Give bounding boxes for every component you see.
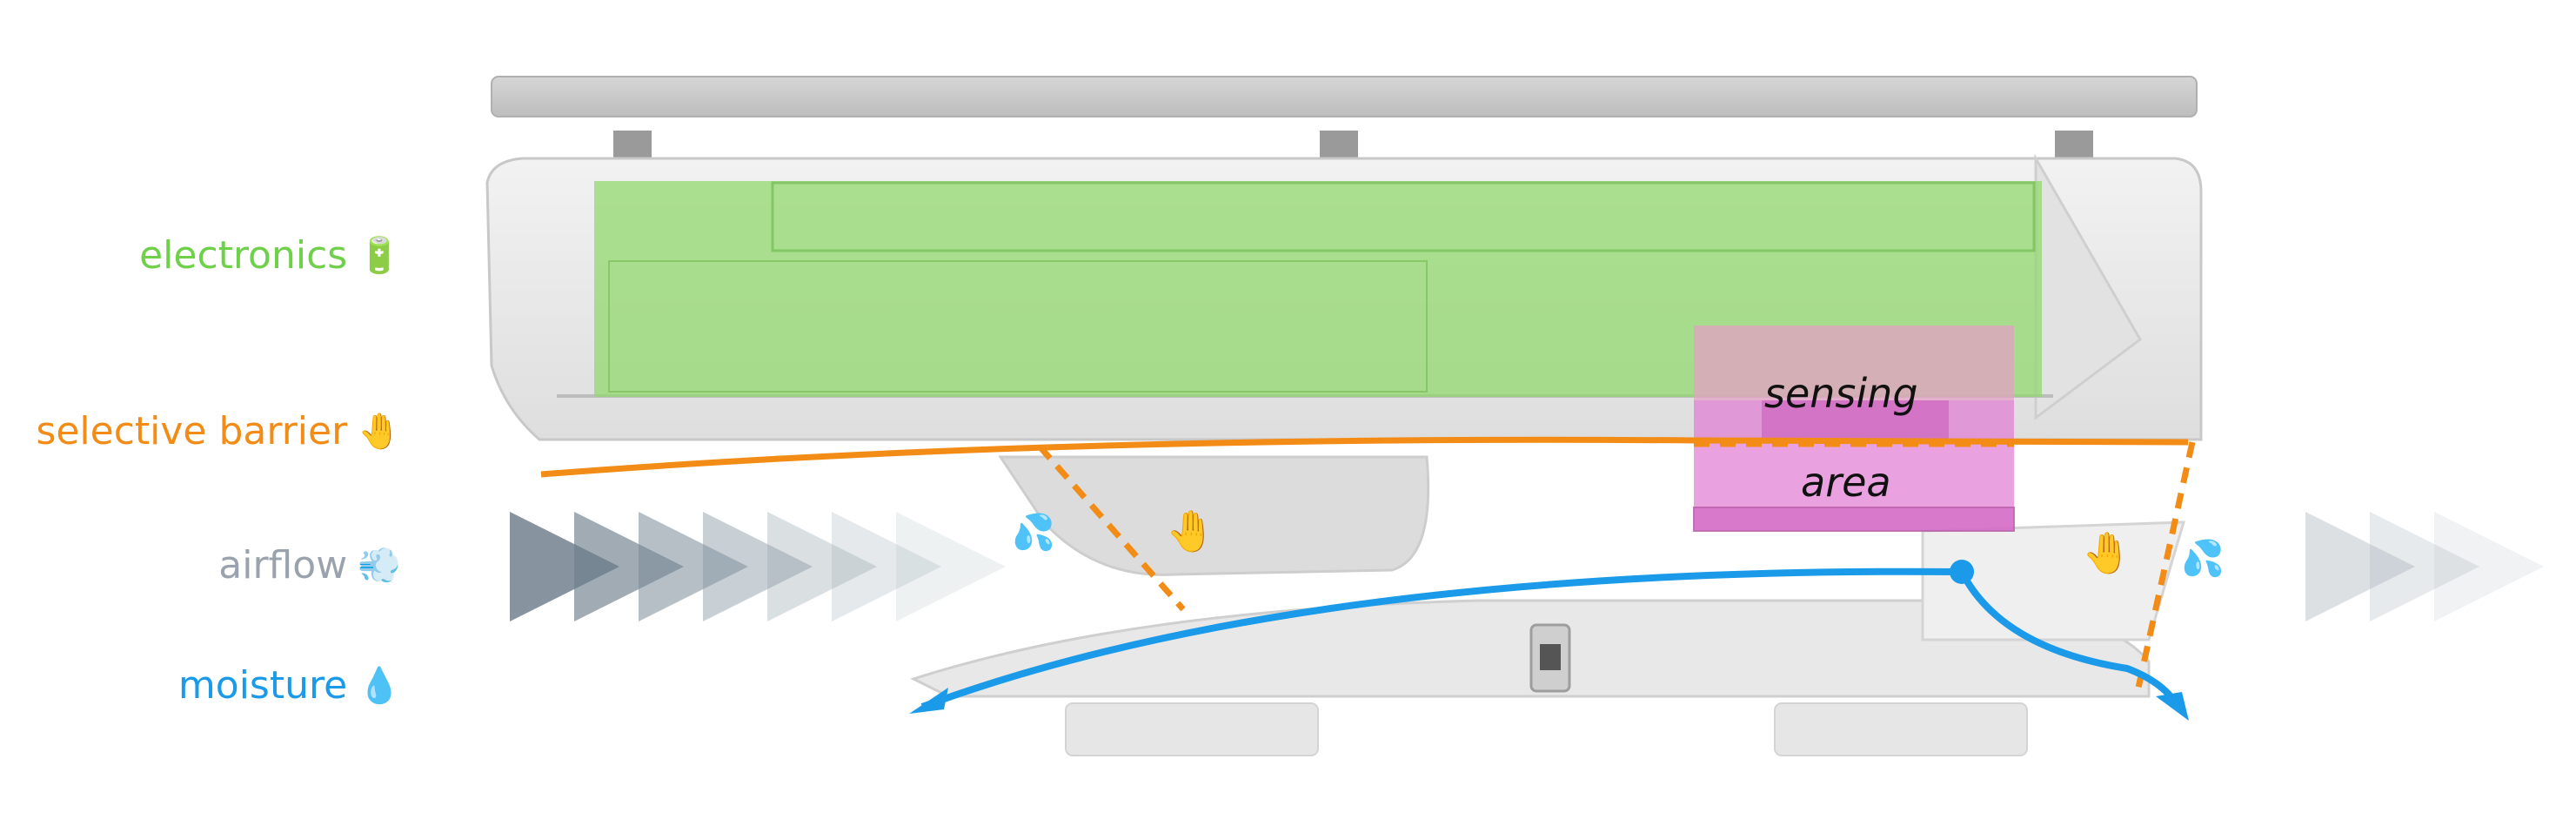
selective-barrier xyxy=(540,436,2196,688)
legend-airflow: airflow 💨 xyxy=(218,543,401,588)
area-label: area xyxy=(1801,459,1891,506)
dash-wind-icon: 💨 xyxy=(358,546,401,586)
top-plate xyxy=(491,76,2198,162)
legend-selective-barrier: selective barrier 🤚 xyxy=(36,409,401,453)
splash-icon: 💦 xyxy=(1012,513,1055,553)
raised-hand-icon: 🤚 xyxy=(1166,507,1216,554)
droplet-icon: 💧 xyxy=(358,666,401,706)
airflow-arrows-right xyxy=(2305,512,2544,621)
legend-moisture-label: moisture xyxy=(177,663,348,708)
splash-icon: 💦 xyxy=(2181,539,2225,579)
moisture-path xyxy=(909,560,2189,721)
legend-airflow-label: airflow xyxy=(218,543,348,588)
battery-icon: 🔋 xyxy=(358,236,401,276)
legend-barrier-label: selective barrier xyxy=(36,409,348,453)
legend-electronics: electronics 🔋 xyxy=(139,233,401,278)
sensing-area-region xyxy=(1693,326,2015,532)
sensing-label: sensing xyxy=(1764,370,1918,417)
raised-hand-icon: 🤚 xyxy=(358,412,401,452)
legend-moisture: moisture 💧 xyxy=(178,663,401,708)
raised-hand-icon: 🤚 xyxy=(2082,529,2132,576)
legend-electronics-label: electronics xyxy=(139,233,348,278)
airflow-arrows-left xyxy=(510,512,1006,621)
